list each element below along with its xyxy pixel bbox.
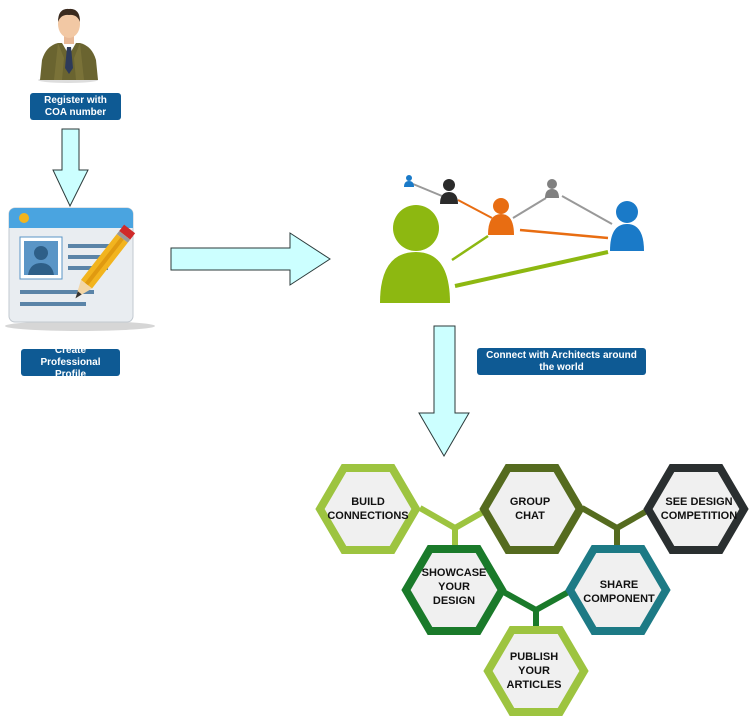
right-arrow — [170, 232, 331, 286]
hex-build-connections: BUILD CONNECTIONS — [315, 464, 421, 554]
connect-architects-label: Connect with Architects around the world — [477, 348, 646, 375]
hex-group-line-2: CHAT — [515, 510, 545, 522]
network-people-icon — [380, 175, 644, 303]
down-arrow-2 — [418, 325, 470, 457]
create-profile-label: Create Professional Profile — [21, 345, 120, 380]
hex-build-line-2: CONNECTIONS — [327, 510, 408, 522]
businessman-icon — [38, 8, 98, 83]
hex-connectors — [418, 505, 654, 630]
register-label: Register with COA number — [30, 93, 121, 120]
hex-share-line-2: COMPONENT — [583, 593, 655, 605]
hex-share-line-1: SHARE — [600, 579, 639, 591]
hex-publish-line-3: ARTICLES — [507, 679, 562, 691]
hex-showcase-your-design: SHOWCASE YOUR DESIGN — [401, 545, 507, 635]
hex-build-line-1: BUILD — [351, 496, 385, 508]
pencil-icon — [75, 224, 136, 299]
hex-showcase-line-1: SHOWCASE — [422, 567, 487, 579]
hex-see-design-competition: SEE DESIGN COMPETITION — [643, 464, 749, 554]
hex-showcase-line-2: YOUR — [438, 581, 470, 593]
hex-publish-line-1: PUBLISH — [510, 651, 558, 663]
hex-showcase-line-3: DESIGN — [433, 595, 475, 607]
down-arrow-1 — [52, 128, 89, 208]
hex-competition-line-2: COMPETITION — [661, 510, 737, 522]
hex-publish-your-articles: PUBLISH YOUR ARTICLES — [483, 626, 589, 716]
hex-share-component: SHARE COMPONENT — [565, 545, 671, 635]
hex-competition-line-1: SEE DESIGN — [665, 496, 732, 508]
hex-group-line-1: GROUP — [510, 496, 550, 508]
profile-card-icon — [5, 207, 155, 331]
hex-group-chat: GROUP CHAT — [479, 464, 585, 554]
hex-publish-line-2: YOUR — [518, 665, 550, 677]
